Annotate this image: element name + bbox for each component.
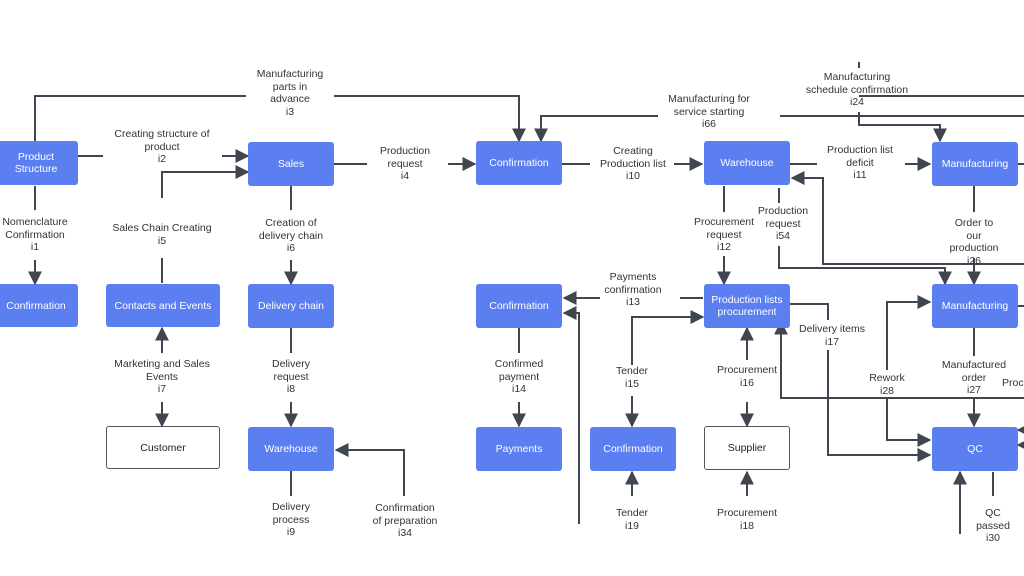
label-i3: Manufacturing parts in advance i3 (256, 68, 324, 118)
label-i54: Production request i54 (757, 205, 809, 242)
connector-i17-b (827, 350, 932, 462)
node-production-lists[interactable]: Production lists procurement (704, 284, 790, 328)
connector-i54 (778, 246, 952, 286)
connector-i17 (790, 303, 829, 320)
label-i11: Production list deficit i11 (827, 144, 893, 181)
connector-i28 (886, 295, 932, 370)
label-i30: QC passed i30 (976, 507, 1010, 544)
label-i5: Sales Chain Creating i5 (112, 222, 212, 247)
label-i16: Procurement i16 (716, 364, 778, 389)
node-warehouse-top[interactable]: Warehouse (704, 141, 790, 185)
connector-return-production (774, 320, 1024, 399)
label-i17: Delivery items i17 (799, 323, 865, 348)
node-payments[interactable]: Payments (476, 427, 562, 471)
node-supplier[interactable]: Supplier (704, 426, 790, 470)
node-confirmation-left[interactable]: Confirmation (0, 284, 78, 327)
node-qc[interactable]: QC (932, 427, 1018, 471)
connector-i3-b (334, 95, 526, 143)
label-i18: Procurement i18 (716, 507, 778, 532)
label-i27: Manufactured order i27 (941, 359, 1007, 396)
label-i14: Confirmed payment i14 (494, 358, 544, 395)
connector-i5-b (161, 165, 250, 198)
node-confirmation-bottom[interactable]: Confirmation (590, 427, 676, 471)
label-i13: Payments confirmation i13 (604, 271, 662, 308)
node-confirmation-top[interactable]: Confirmation (476, 141, 562, 185)
label-i66: Manufacturing for service starting i66 (668, 93, 750, 130)
label-i10: Creating Production list i10 (600, 145, 666, 182)
connector-i66 (534, 115, 658, 143)
connector-i34 (334, 443, 405, 496)
label-i9: Delivery process i9 (272, 501, 310, 538)
label-i2: Creating structure of product i2 (114, 128, 210, 165)
label-i8: Delivery request i8 (272, 358, 310, 395)
connector-loop-confirmation (562, 306, 580, 524)
connector-i3 (34, 95, 246, 141)
label-i4: Production request i4 (379, 145, 431, 182)
node-warehouse-bottom[interactable]: Warehouse (248, 427, 334, 471)
label-i26: Order to our production i26 (949, 217, 999, 267)
connector-i28-b (886, 398, 932, 447)
node-confirmation-mid[interactable]: Confirmation (476, 284, 562, 328)
node-manufacturing-top[interactable]: Manufacturing (932, 142, 1018, 186)
node-contacts-events[interactable]: Contacts and Events (106, 284, 220, 327)
node-product-structure[interactable]: Product Structure (0, 141, 78, 185)
node-customer[interactable]: Customer (106, 426, 220, 469)
label-i24: Manufacturing schedule confirmation i24 (805, 71, 909, 108)
label-proc: Proc (1002, 377, 1024, 389)
node-sales[interactable]: Sales (248, 142, 334, 186)
connector-return-warehouse (790, 171, 1024, 265)
label-i1: Nomenclature Confirmation i1 (2, 216, 68, 253)
node-delivery-chain[interactable]: Delivery chain (248, 284, 334, 328)
label-i28: Rework i28 (869, 372, 905, 397)
connector-i24-b (858, 112, 947, 143)
label-i6: Creation of delivery chain i6 (258, 217, 324, 254)
label-i7: Marketing and Sales Events i7 (114, 358, 210, 395)
label-i34: Confirmation of preparation i34 (372, 502, 438, 539)
label-i12: Procurement request i12 (693, 216, 755, 253)
label-i19: Tender i19 (615, 507, 649, 532)
label-i15: Tender i15 (615, 365, 649, 390)
connector-i15 (631, 310, 705, 365)
node-manufacturing-mid[interactable]: Manufacturing (932, 284, 1018, 328)
